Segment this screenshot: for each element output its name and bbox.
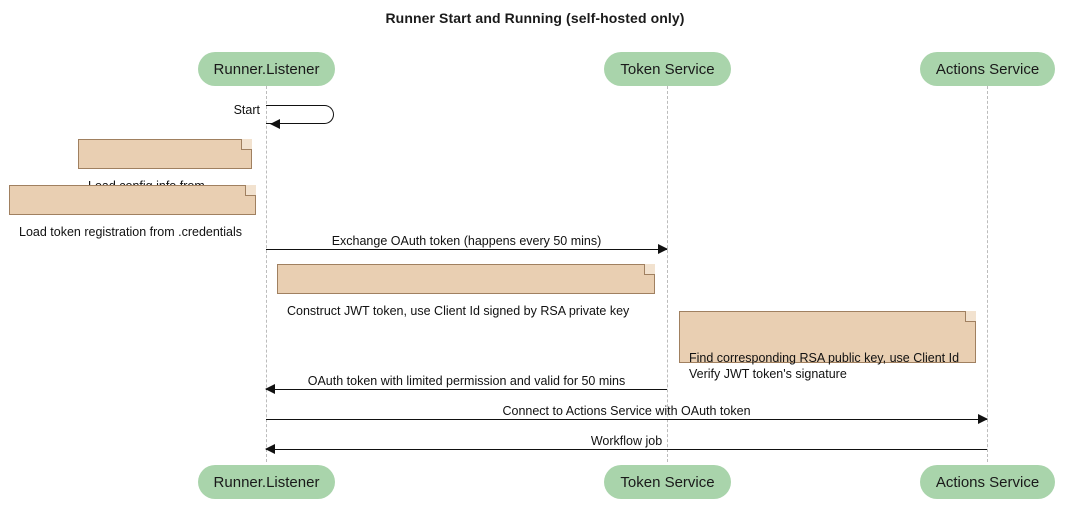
self-message-start-arrowhead [270,119,280,129]
participant-runner-top[interactable]: Runner.Listener [198,52,335,86]
participant-label: Actions Service [935,60,1040,78]
participant-label: Token Service [620,473,715,491]
message-arrowhead-exchange-oauth-token [658,244,668,254]
participant-actions-bottom[interactable]: Actions Service [920,465,1055,499]
message-label-connect-actions-service: Connect to Actions Service with OAuth to… [502,404,751,418]
message-line-connect-actions-service [266,419,987,420]
participant-label: Runner.Listener [213,473,320,491]
message-arrowhead-workflow-job [265,444,275,454]
message-label-oauth-token-reply: OAuth token with limited permission and … [307,374,626,388]
participant-actions-top[interactable]: Actions Service [920,52,1055,86]
note-fold-corner-icon [965,311,976,322]
message-arrowhead-oauth-token-reply [265,384,275,394]
note-fold-corner-icon [644,264,655,275]
participant-token-top[interactable]: Token Service [604,52,731,86]
message-line-workflow-job [266,449,987,450]
note-verify-jwt: Find corresponding RSA public key, use C… [679,311,976,381]
participant-label: Token Service [620,60,715,78]
message-label-start: Start [233,103,260,117]
note-text: Construct JWT token, use Client Id signe… [287,304,630,318]
participant-label: Actions Service [935,473,1040,491]
participant-label: Runner.Listener [213,60,320,78]
message-arrowhead-connect-actions-service [978,414,988,424]
self-message-start-loop [266,105,334,124]
note-text: Load token registration from .credential… [19,225,243,239]
participant-token-bottom[interactable]: Token Service [604,465,731,499]
note-fold-corner-icon [241,139,252,150]
lifeline-runner [266,86,267,462]
note-load-token-registration: Load token registration from .credential… [9,185,256,239]
message-line-exchange-oauth-token [266,249,667,250]
lifeline-actions [987,86,988,462]
note-construct-jwt: Construct JWT token, use Client Id signe… [277,264,655,318]
participant-runner-bottom[interactable]: Runner.Listener [198,465,335,499]
message-label-workflow-job: Workflow job [590,434,663,448]
lifeline-token [667,86,668,462]
note-text: Find corresponding RSA public key, use C… [689,351,960,381]
page-title: Runner Start and Running (self-hosted on… [385,10,685,26]
message-label-exchange-oauth-token: Exchange OAuth token (happens every 50 m… [331,234,602,248]
note-load-config: Load config info from .runner [78,139,252,209]
note-fold-corner-icon [245,185,256,196]
message-line-oauth-token-reply [266,389,667,390]
